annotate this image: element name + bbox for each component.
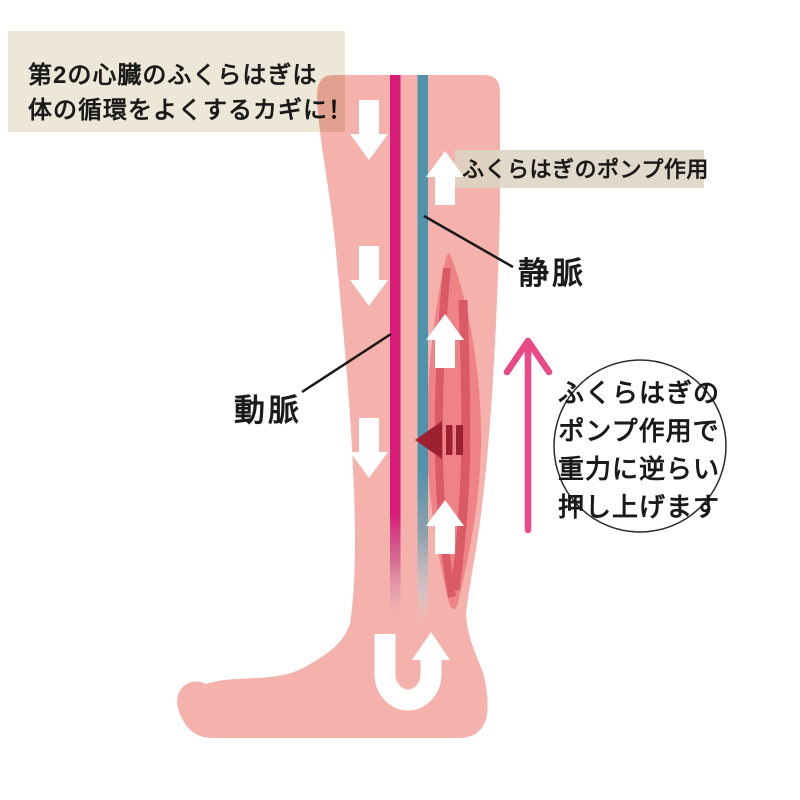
upward-flow-arrow-icon — [503, 337, 553, 534]
note-line-2: ポンプ作用で — [558, 416, 719, 446]
title-box-bg — [8, 31, 345, 132]
pump-note-circle: ふくらはぎの ポンプ作用で 重力に逆らい 押し上げます — [553, 359, 727, 533]
u-turn-arrow-icon — [374, 632, 450, 711]
pump-action-label-text: ふくらはぎのポンプ作用 — [462, 157, 709, 182]
up-arrow-icon — [426, 500, 464, 554]
note-line-3: 重力に逆らい — [558, 454, 720, 484]
title-box: 第2の心臓のふくらはぎは 体の循環をよくするカギに！ — [8, 31, 353, 132]
pump-action-label-bg — [455, 150, 704, 188]
down-arrow-icon — [350, 100, 388, 160]
title-line-1: 第2の心臓のふくらはぎは — [28, 61, 317, 89]
note-line-1: ふくらはぎの — [558, 378, 720, 408]
vein-flow-arrows — [426, 151, 464, 554]
title-line-2: 体の循環をよくするカギに！ — [28, 96, 353, 124]
squeeze-arrow-icon — [415, 421, 463, 459]
vein-pointer-line — [423, 214, 514, 269]
note-line-4: 押し上げます — [558, 492, 720, 522]
note-circle-outline — [553, 359, 727, 533]
vein-line — [417, 75, 428, 624]
pointer-lines — [301, 214, 514, 394]
down-arrow-icon — [350, 246, 388, 306]
muscle-fiber-line — [450, 299, 471, 591]
artery-pointer-line — [301, 332, 392, 394]
pump-action-label: ふくらはぎのポンプ作用 — [455, 150, 709, 188]
artery-flow-arrows — [350, 100, 388, 478]
up-arrow-icon — [426, 314, 464, 368]
vein-label: 静脈 — [518, 256, 586, 291]
artery-line — [390, 75, 401, 622]
up-arrow-icon — [426, 151, 464, 205]
down-arrow-icon — [350, 418, 388, 478]
artery-label: 動脈 — [234, 393, 302, 428]
